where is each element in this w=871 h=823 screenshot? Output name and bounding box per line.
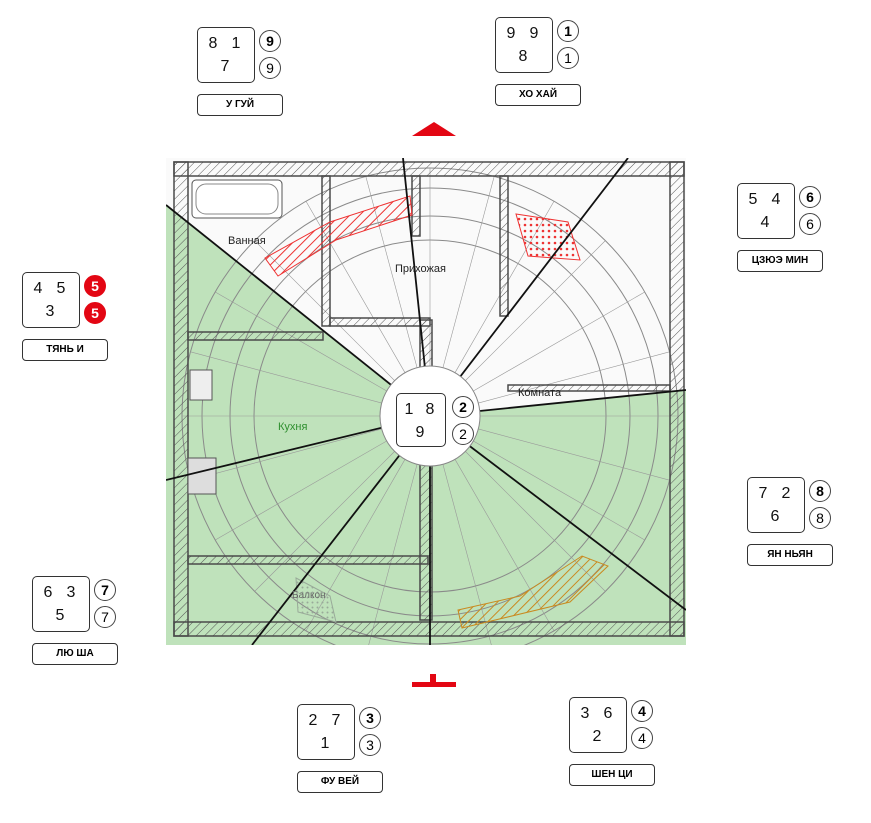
room-label-room: Комната [518,387,562,399]
center-circle-1: 2 [452,396,474,418]
sector-num-3: 6 [770,508,780,525]
compass-spoke [190,428,382,481]
north-marker [412,122,456,136]
sector-circle-1: 3 [359,707,381,729]
center-chart: 1 8 9 2 2 [396,393,478,453]
sector-circle-1: 4 [631,700,653,722]
sector-name-label: ЯН НЬЯН [747,544,833,566]
room-label-hall: Прихожая [395,263,446,275]
sector-name-label: ФУ ВЕЙ [297,771,383,793]
compass-spoke [254,451,395,592]
center-number-box: 1 8 9 [396,393,446,447]
sector-num-3: 4 [760,214,770,231]
sector-num-2: 4 [771,191,781,208]
sector-circle-1: 9 [259,30,281,52]
sector-num-3: 8 [518,48,528,65]
bathtub [191,179,283,219]
sector-num-1: 5 [748,191,758,208]
center-num-1: 1 [404,401,414,418]
sector-circle-1: 1 [557,20,579,42]
sector-circle-1: 5 [84,275,106,297]
center-num-3: 9 [415,424,425,441]
sector-name-label: ЦЗЮЭ МИН [737,250,823,272]
sector-circle-2: 1 [557,47,579,69]
sector-circle-2: 3 [359,734,381,756]
sector-num-1: 8 [208,35,218,52]
sector-name-label: ЛЮ ША [32,643,118,665]
sector-name-label: У ГУЙ [197,94,283,116]
sector-circle-2: 9 [259,57,281,79]
green-sector-west [166,205,430,480]
stove [187,457,217,495]
dotted-zone-red [515,213,581,261]
sector-num-3: 5 [55,607,65,624]
sector-name-label: ХО ХАЙ [495,84,581,106]
sector-num-2: 7 [331,712,341,729]
compass-spoke [215,291,387,392]
sector-num-1: 2 [308,712,318,729]
sector-circle-1: 7 [94,579,116,601]
compass-spoke [465,240,606,381]
hatch-zone-orange [457,555,609,629]
walls [173,161,685,637]
sector-num-2: 6 [603,705,613,722]
compass-spoke [473,291,645,392]
sector-num-2: 9 [529,25,539,42]
kitchen-sink [189,369,213,401]
sector-circle-2: 8 [809,507,831,529]
sector-num-1: 9 [506,25,516,42]
sector-num-3: 1 [320,735,330,752]
sector-circle-2: 4 [631,727,653,749]
sector-circle-2: 5 [84,302,106,324]
hatch-zone-red [264,195,413,277]
sector-num-2: 1 [231,35,241,52]
center-num-2: 8 [425,401,435,418]
room-label-bath: Ванная [228,235,266,247]
compass-spoke [215,440,387,541]
sector-num-3: 3 [45,303,55,320]
compass-spoke [478,428,670,481]
center-circle-2: 2 [452,423,474,445]
compass-spoke [190,351,382,404]
sector-num-1: 4 [33,280,43,297]
sector-num-2: 5 [56,280,66,297]
sector-name-label: ШЕН ЦИ [569,764,655,786]
sector-num-2: 2 [781,485,791,502]
sector-circle-2: 6 [799,213,821,235]
room-label-balcony: Балкон [292,590,326,601]
sector-num-3: 2 [592,728,602,745]
sector-circle-1: 8 [809,480,831,502]
dotted-zone-balcony [295,577,337,623]
sector-name-label: ТЯНЬ И [22,339,108,361]
south-marker [412,682,456,687]
sector-num-2: 3 [66,584,76,601]
compass-spoke [473,440,645,541]
compass-spoke [442,176,495,368]
sector-num-3: 7 [220,58,230,75]
room-label-kitchen: Кухня [278,421,307,433]
sector-circle-2: 7 [94,606,116,628]
sector-num-1: 3 [580,705,590,722]
sector-num-1: 6 [43,584,53,601]
compass-spoke [478,351,670,404]
sector-circle-1: 6 [799,186,821,208]
sector-num-1: 7 [758,485,768,502]
